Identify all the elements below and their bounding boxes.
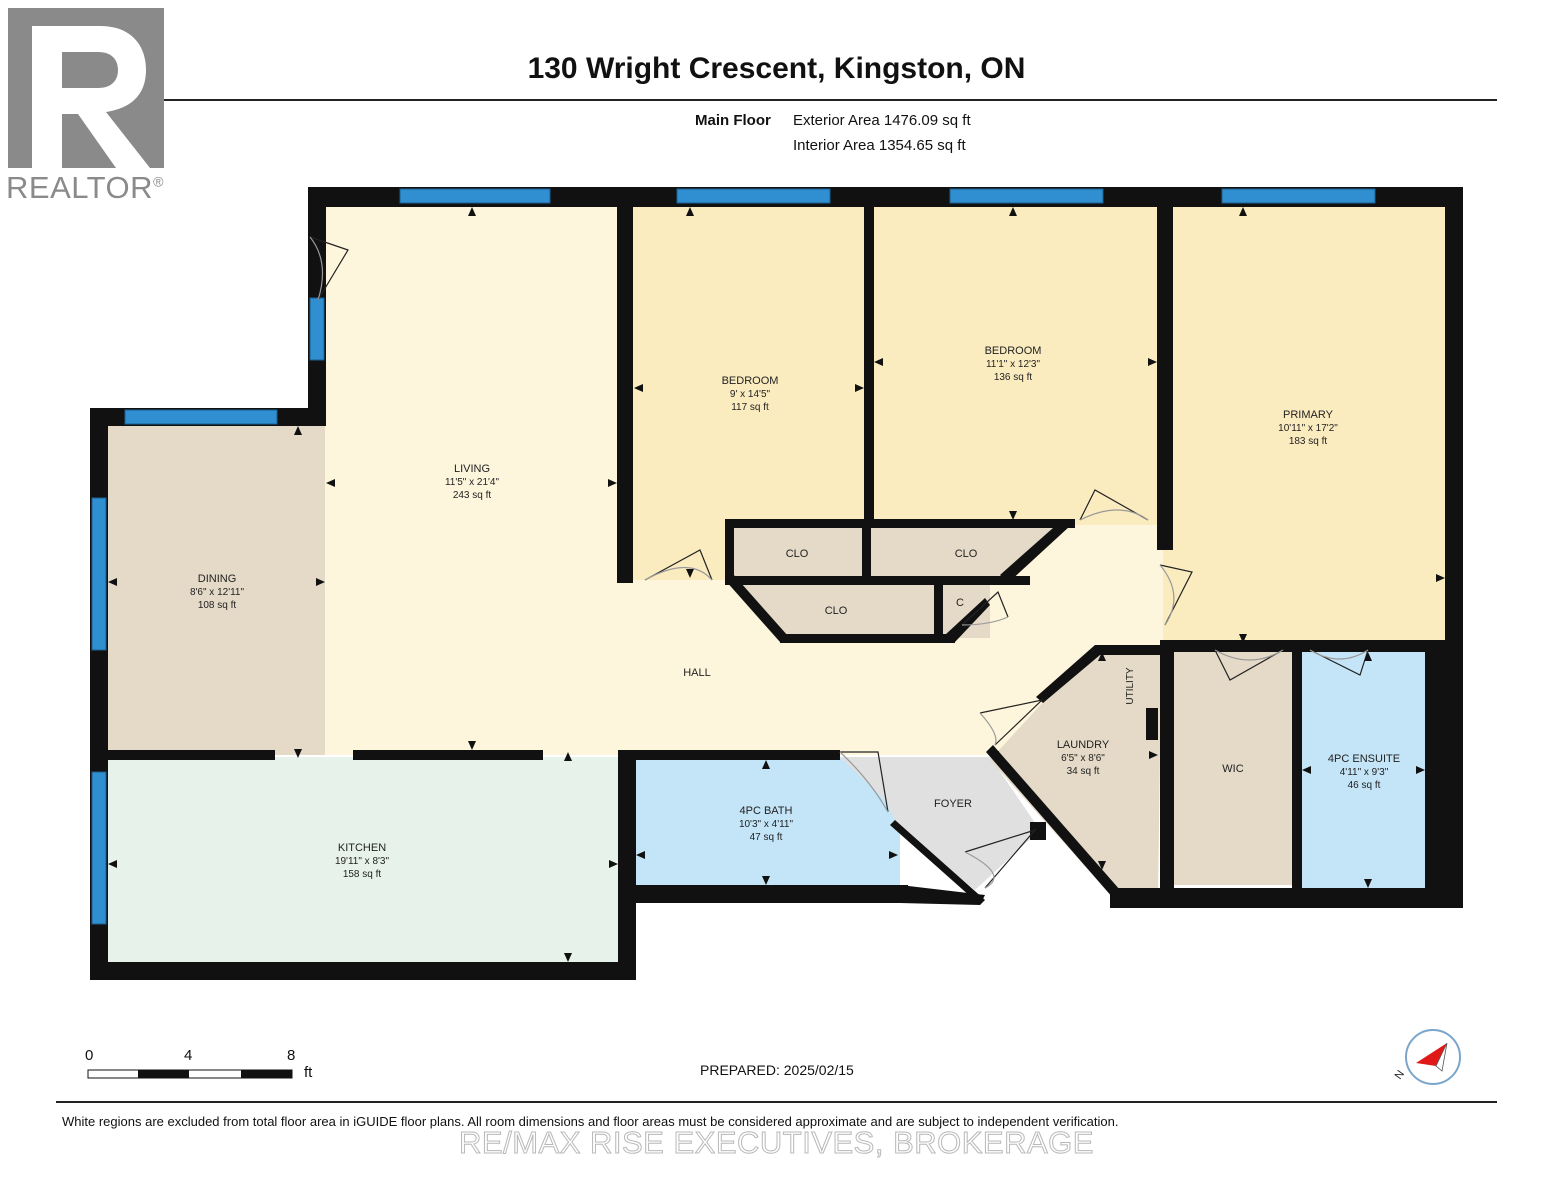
doors xyxy=(309,236,1369,889)
window-kitchen xyxy=(91,771,107,925)
bedroom2-dims: 11'1" x 12'3" xyxy=(986,359,1041,370)
bedroom2-name: BEDROOM xyxy=(985,345,1042,357)
scale-label-8: 8 xyxy=(287,1047,296,1064)
plan-title: 130 Wright Crescent, Kingston, ON xyxy=(527,52,1026,85)
bedroom1-fill xyxy=(630,200,868,580)
closet-label-3: CLO xyxy=(825,605,848,617)
kitchen-area: 158 sq ft xyxy=(343,869,382,880)
exterior-area: Exterior Area 1476.09 sq ft xyxy=(793,112,971,129)
window-dining-top xyxy=(124,409,278,425)
closet-label-c: C xyxy=(956,597,964,609)
brokerage-watermark: RE/MAX RISE EXECUTIVES, BROKERAGE xyxy=(459,1125,1094,1161)
hall-label: HALL xyxy=(683,667,711,679)
prepared-date: PREPARED: 2025/02/15 xyxy=(700,1062,854,1078)
living-area: 243 sq ft xyxy=(453,490,492,501)
ensuite-dims: 4'11" x 9'3" xyxy=(1340,767,1389,778)
primary-dims: 10'11" x 17'2" xyxy=(1278,423,1338,434)
scale-bar xyxy=(87,1069,293,1079)
bedroom1-name: BEDROOM xyxy=(722,375,779,387)
dining-fill xyxy=(105,422,325,755)
kitchen-name: KITCHEN xyxy=(338,842,386,854)
dining-area: 108 sq ft xyxy=(198,600,237,611)
living-name: LIVING xyxy=(454,463,490,475)
primary-area: 183 sq ft xyxy=(1289,436,1328,447)
window-bedroom1 xyxy=(676,188,831,204)
ensuite-area: 46 sq ft xyxy=(1348,780,1381,791)
foyer-label: FOYER xyxy=(934,798,972,810)
window-living-side xyxy=(309,297,325,361)
bath-fill xyxy=(630,757,900,887)
laundry-area: 34 sq ft xyxy=(1067,766,1100,777)
svg-text:N: N xyxy=(1393,1068,1407,1081)
primary-name: PRIMARY xyxy=(1283,409,1334,421)
bath-dims: 10'3" x 4'11" xyxy=(739,819,794,830)
header-rule xyxy=(56,99,1497,101)
windows xyxy=(91,188,1376,925)
primary-fill xyxy=(1163,200,1448,645)
scale-unit: ft xyxy=(304,1064,313,1081)
ensuite-fill xyxy=(1300,650,1430,890)
window-living xyxy=(399,188,551,204)
scale-label-4: 4 xyxy=(184,1047,193,1064)
utility-label: UTILITY xyxy=(1125,667,1136,705)
floor-name: Main Floor xyxy=(695,112,771,129)
scale-label-0: 0 xyxy=(85,1047,94,1064)
foyer-fill xyxy=(840,757,1040,890)
footer-rule xyxy=(56,1101,1497,1103)
bath-name: 4PC BATH xyxy=(740,805,793,817)
window-primary xyxy=(1221,188,1376,204)
bedroom1-dims: 9' x 14'5" xyxy=(730,389,771,400)
closet-label-1: CLO xyxy=(786,548,809,560)
bedroom2-area: 136 sq ft xyxy=(994,372,1033,383)
bedroom1-area: 117 sq ft xyxy=(731,402,769,413)
laundry-dims: 6'5" x 8'6" xyxy=(1061,753,1105,764)
disclaimer: White regions are excluded from total fl… xyxy=(62,1114,1119,1129)
wic-label: WIC xyxy=(1222,763,1243,775)
ensuite-name: 4PC ENSUITE xyxy=(1328,753,1400,765)
room-labels: LIVING 11'5" x 21'4" 243 sq ft DINING 8'… xyxy=(190,345,1400,880)
kitchen-fill xyxy=(105,757,625,965)
living-dims: 11'5" x 21'4" xyxy=(445,477,500,488)
realtor-logo-icon xyxy=(8,8,164,168)
room-fills xyxy=(105,200,1448,965)
laundry-fill xyxy=(990,650,1160,900)
wic-fill xyxy=(1170,650,1297,885)
dimension-arrows xyxy=(108,207,1445,962)
window-dining-side xyxy=(91,497,107,651)
north-compass-icon: N xyxy=(1393,1029,1461,1085)
laundry-name: LAUNDRY xyxy=(1057,739,1110,751)
realtor-wordmark: REALTOR® xyxy=(6,170,164,205)
clo1-fill xyxy=(730,525,866,578)
kitchen-dims: 19'11" x 8'3" xyxy=(335,856,390,867)
interior-area: Interior Area 1354.65 sq ft xyxy=(793,137,966,154)
window-bedroom2 xyxy=(949,188,1104,204)
closet-label-2: CLO xyxy=(955,548,978,560)
dining-dims: 8'6" x 12'11" xyxy=(190,587,245,598)
bedroom2-fill xyxy=(870,200,1160,525)
bath-area: 47 sq ft xyxy=(750,832,783,843)
clo3-fill xyxy=(738,585,935,638)
dining-name: DINING xyxy=(198,573,237,585)
